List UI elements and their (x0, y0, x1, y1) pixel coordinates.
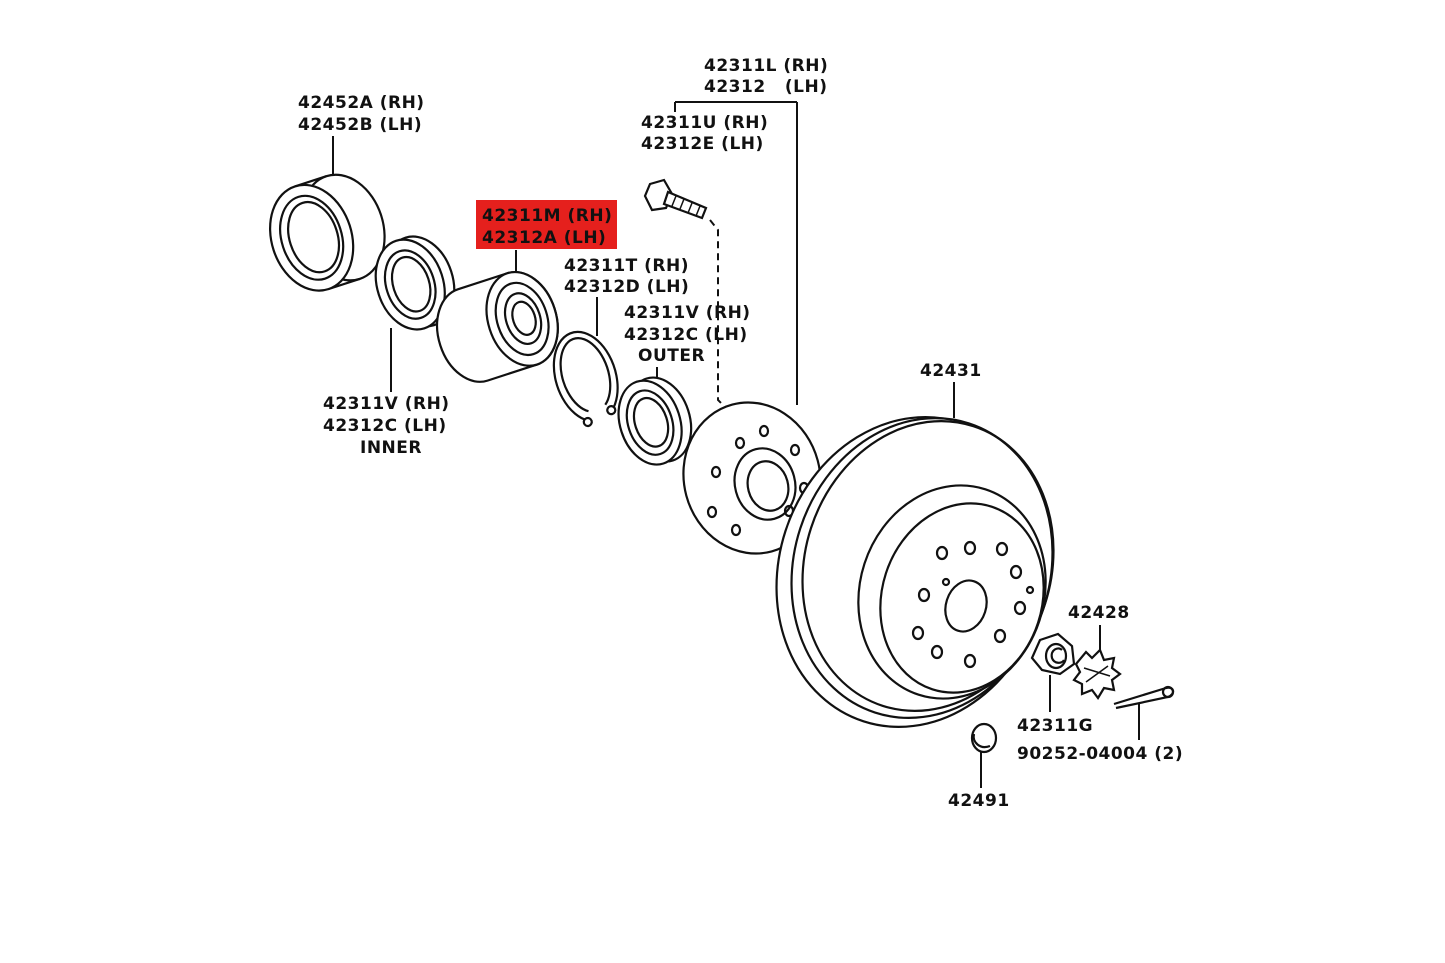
label-outer-seal-lh[interactable]: 42312C (LH) (624, 325, 748, 345)
hub-nut[interactable] (1030, 632, 1076, 676)
disc-rotor[interactable] (737, 382, 1091, 763)
highlight-box[interactable] (476, 200, 617, 249)
seal-cup[interactable] (257, 164, 398, 302)
label-inner-seal-rh[interactable]: 42311V (RH) (323, 394, 450, 414)
part-labels: 42452A (RH) 42452B (LH) 42311L (RH) 4231… (298, 56, 1183, 811)
label-hub-rh[interactable]: 42311L (RH) (704, 56, 828, 76)
label-bearing-rh[interactable]: 42311M (RH) (482, 206, 612, 226)
label-seal-lh[interactable]: 42452B (LH) (298, 115, 422, 135)
lock-cap[interactable] (1072, 648, 1122, 700)
label-outer-note: OUTER (638, 346, 705, 366)
leader-lines (332, 101, 1140, 788)
label-nut[interactable]: 42311G (1017, 716, 1093, 736)
label-snap-lh[interactable]: 42312D (LH) (564, 277, 689, 297)
hub-bolt[interactable] (643, 178, 708, 220)
label-lock-cap[interactable]: 42428 (1068, 603, 1130, 623)
outer-oil-seal[interactable] (608, 369, 701, 472)
inner-oil-seal[interactable] (365, 228, 466, 339)
label-seal-rh[interactable]: 42452A (RH) (298, 93, 425, 113)
label-outer-seal-rh[interactable]: 42311V (RH) (624, 303, 751, 323)
label-hub-lh[interactable]: 42312 (LH) (704, 77, 828, 97)
axle-hub[interactable] (667, 387, 838, 569)
label-bearing-lh[interactable]: 42312A (LH) (482, 228, 606, 248)
grease-cap[interactable] (970, 722, 998, 754)
wheel-bearing[interactable] (426, 263, 570, 391)
label-bolt-rh[interactable]: 42311U (RH) (641, 113, 768, 133)
label-rotor[interactable]: 42431 (920, 361, 982, 381)
label-inner-seal-lh[interactable]: 42312C (LH) (323, 416, 447, 436)
label-inner-note: INNER (360, 438, 422, 458)
label-snap-rh[interactable]: 42311T (RH) (564, 256, 689, 276)
label-bolt-lh[interactable]: 42312E (LH) (641, 134, 764, 154)
cotter-pin[interactable] (1113, 685, 1175, 710)
label-cap[interactable]: 42491 (948, 791, 1010, 811)
snap-ring[interactable] (543, 324, 629, 432)
label-cotter-pin[interactable]: 90252-04004 (2) (1017, 744, 1183, 764)
